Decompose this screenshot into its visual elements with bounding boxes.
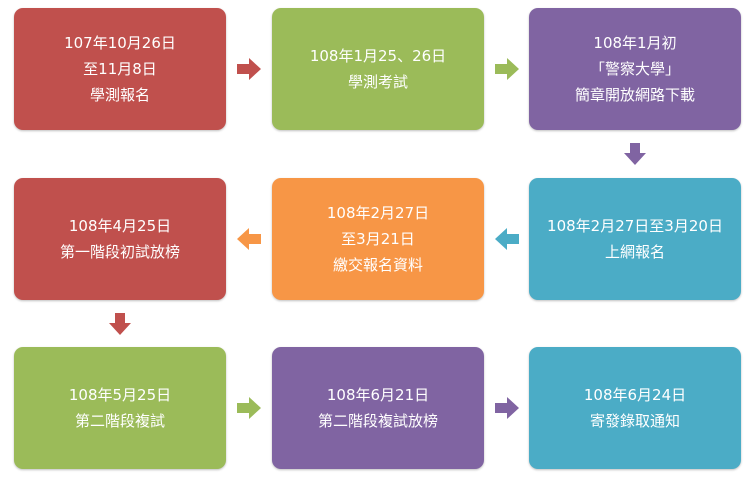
step-text-line: 「警察大學」 [589,60,680,78]
step-text-line: 至3月21日 [341,230,415,248]
step-text-line: 學測考試 [347,73,408,91]
step-text-line: 108年5月25日 [68,386,172,404]
arrow-shape [109,312,131,335]
arrow-shape [237,228,261,250]
arrow-shape [494,58,519,80]
process-step-3: 108年1月初「警察大學」簡章開放網路下載 [529,8,741,130]
process-step-5: 108年2月27日至3月21日繳交報名資料 [272,178,484,300]
arrow-shape [624,143,646,165]
step-text-line: 繳交報名資料 [332,256,423,274]
step-text-line: 簡章開放網路下載 [574,86,695,104]
process-step-9: 108年6月24日寄發錄取通知 [529,347,741,469]
arrow-left-icon [237,228,261,250]
step-text-line: 108年6月21日 [326,386,430,404]
process-step-1: 107年10月26日至11月8日學測報名 [14,8,226,130]
step-text-line: 第一階段初試放榜 [59,243,180,261]
arrow-shape [237,58,261,80]
process-step-8: 108年6月21日第二階段複試放榜 [272,347,484,469]
arrow-shape [237,397,261,419]
process-step-2: 108年1月25、26日學測考試 [272,8,484,130]
step-text-line: 第二階段複試放榜 [317,412,438,430]
step-text-line: 108年2月27日至3月20日 [547,217,723,235]
process-step-4: 108年2月27日至3月20日上網報名 [529,178,741,300]
step-text-line: 學測報名 [89,86,150,104]
arrow-down-icon [109,312,131,335]
arrow-right-icon [237,397,261,419]
arrow-right-icon [494,58,519,80]
step-text-line: 至11月8日 [83,60,157,78]
process-step-7: 108年5月25日第二階段複試 [14,347,226,469]
step-text-line: 108年2月27日 [326,204,430,222]
step-text-line: 上網報名 [604,243,665,261]
step-text-line: 108年1月25、26日 [309,47,447,65]
step-text-line: 107年10月26日 [64,34,176,52]
step-text-line: 108年6月24日 [583,386,687,404]
arrow-shape [494,397,519,419]
step-text-line: 108年4月25日 [68,217,172,235]
arrow-down-icon [624,143,646,165]
step-text-line: 108年1月初 [593,34,677,52]
process-step-6: 108年4月25日第一階段初試放榜 [14,178,226,300]
arrow-right-icon [237,58,261,80]
step-text-line: 第二階段複試 [74,412,165,430]
arrow-shape [494,228,519,250]
step-text-line: 寄發錄取通知 [589,412,680,430]
arrow-left-icon [494,228,519,250]
arrow-right-icon [494,397,519,419]
